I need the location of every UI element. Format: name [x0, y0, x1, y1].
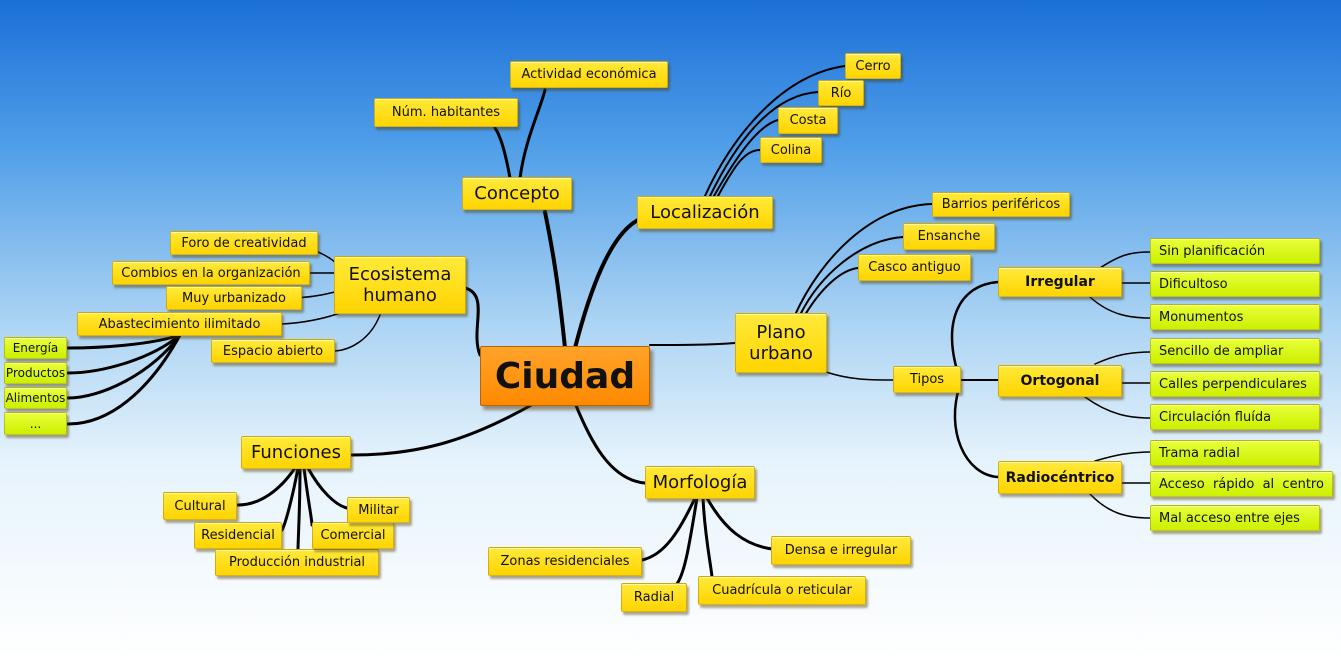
- node-costa[interactable]: Costa: [778, 107, 838, 134]
- node-calles-perpendiculares[interactable]: Calles perpendiculares: [1150, 371, 1320, 397]
- node-foro-creatividad[interactable]: Foro de creatividad: [170, 231, 318, 255]
- node-rio[interactable]: Río: [818, 80, 864, 106]
- node-colina[interactable]: Colina: [760, 137, 822, 163]
- node-productos[interactable]: Productos: [4, 362, 67, 384]
- node-circulacion-fluida[interactable]: Circulación fluída: [1150, 404, 1320, 430]
- node-tipos[interactable]: Tipos: [893, 366, 961, 393]
- node-espacio-abierto[interactable]: Espacio abierto: [211, 339, 335, 363]
- node-casco-antiguo[interactable]: Casco antiguo: [858, 254, 971, 281]
- node-acceso-rapido-centro[interactable]: Acceso rápido al centro: [1150, 471, 1333, 497]
- node-produccion-industrial[interactable]: Producción industrial: [215, 549, 379, 576]
- node-dificultoso[interactable]: Dificultoso: [1150, 271, 1320, 297]
- ecosistema-label-line1: Ecosistema: [348, 264, 452, 285]
- plano-label-line2: urbano: [749, 343, 813, 364]
- node-comercial[interactable]: Comercial: [312, 522, 394, 549]
- node-ecosistema-humano[interactable]: Ecosistema humano: [334, 256, 466, 314]
- node-localizacion[interactable]: Localización: [637, 196, 773, 229]
- node-radiocentrico[interactable]: Radiocéntrico: [998, 461, 1122, 494]
- node-ellipsis[interactable]: ...: [4, 412, 67, 435]
- node-combios-organizacion[interactable]: Combios en la organización: [112, 261, 310, 285]
- node-muy-urbanizado[interactable]: Muy urbanizado: [166, 286, 302, 310]
- node-cultural[interactable]: Cultural: [163, 492, 237, 520]
- root-node[interactable]: Ciudad: [480, 346, 650, 406]
- node-militar[interactable]: Militar: [347, 497, 410, 523]
- node-energia[interactable]: Energía: [4, 337, 67, 359]
- node-concepto[interactable]: Concepto: [462, 177, 572, 210]
- node-mal-acceso-ejes[interactable]: Mal acceso entre ejes: [1150, 505, 1320, 531]
- node-monumentos[interactable]: Monumentos: [1150, 304, 1320, 330]
- node-sin-planificacion[interactable]: Sin planificación: [1150, 238, 1320, 264]
- node-sencillo-ampliar[interactable]: Sencillo de ampliar: [1150, 338, 1320, 364]
- node-alimentos[interactable]: Alimentos: [4, 387, 67, 409]
- node-ortogonal[interactable]: Ortogonal: [998, 365, 1122, 397]
- ecosistema-label-line2: humano: [363, 285, 437, 306]
- node-abastecimiento-ilimitado[interactable]: Abastecimiento ilimitado: [77, 312, 282, 336]
- node-barrios-perifericos[interactable]: Barrios periféricos: [932, 192, 1070, 217]
- node-funciones[interactable]: Funciones: [241, 436, 351, 469]
- node-cuadricula-reticular[interactable]: Cuadrícula o reticular: [698, 576, 866, 605]
- node-trama-radial[interactable]: Trama radial: [1150, 440, 1320, 466]
- node-densa-irregular[interactable]: Densa e irregular: [771, 536, 911, 565]
- node-residencial[interactable]: Residencial: [194, 522, 282, 549]
- node-actividad-economica[interactable]: Actividad económica: [510, 61, 668, 88]
- node-irregular[interactable]: Irregular: [998, 267, 1122, 297]
- node-cerro[interactable]: Cerro: [845, 53, 901, 79]
- node-num-habitantes[interactable]: Núm. habitantes: [374, 98, 518, 127]
- node-zonas-residenciales[interactable]: Zonas residenciales: [488, 547, 642, 576]
- node-ensanche[interactable]: Ensanche: [903, 223, 995, 250]
- node-radial[interactable]: Radial: [621, 583, 687, 612]
- node-morfologia[interactable]: Morfología: [645, 466, 755, 499]
- node-plano-urbano[interactable]: Plano urbano: [735, 313, 827, 373]
- plano-label-line1: Plano: [756, 322, 806, 343]
